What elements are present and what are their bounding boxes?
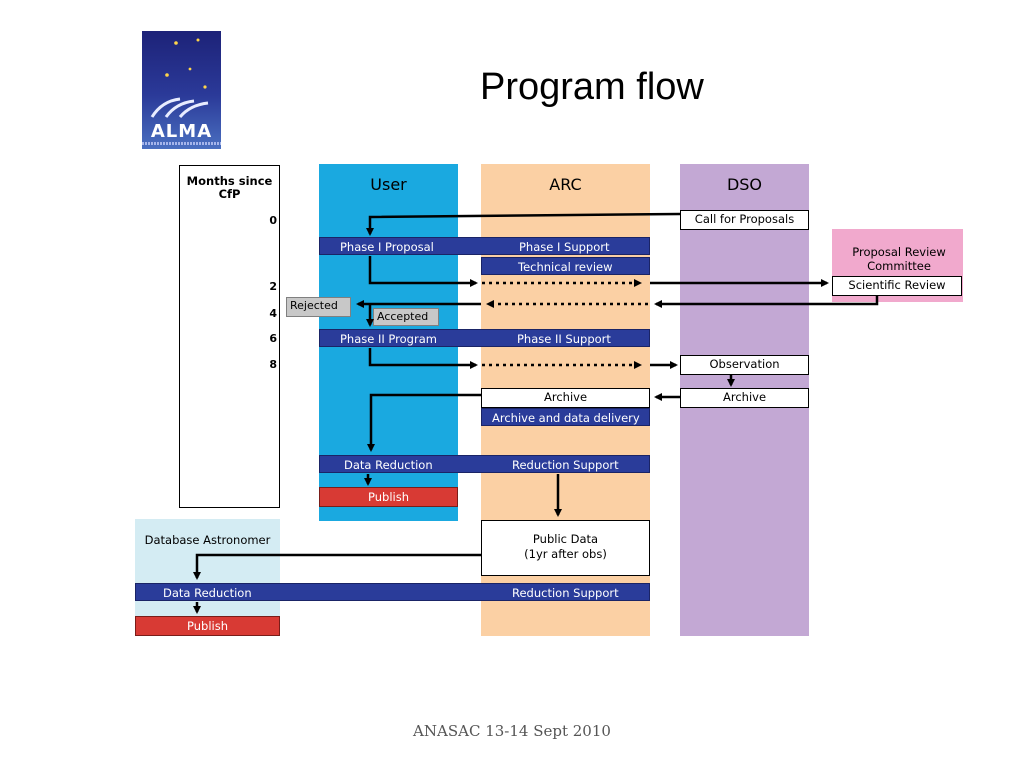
reduction-support-label: Reduction Support	[512, 458, 619, 472]
archive-delivery-label: Archive and data delivery	[492, 411, 640, 425]
db-data-reduction-bar: Data Reduction Reduction Support	[135, 583, 650, 601]
prc-column-header: Proposal Review Committee	[852, 245, 946, 273]
month-4: 4	[269, 307, 277, 320]
public-data-box: Public Data (1yr after obs)	[481, 520, 650, 576]
public-data-label: Public Data	[532, 532, 599, 546]
phase1-bar: Phase I Proposal Phase I Support	[319, 237, 650, 255]
arrow-phase2-down	[368, 348, 478, 369]
db-data-reduction-label: Data Reduction	[163, 586, 252, 600]
month-2: 2	[269, 280, 277, 293]
archive-arc-box: Archive	[481, 388, 650, 408]
phase2-support-label: Phase II Support	[517, 332, 611, 346]
db-publish-box: Publish	[135, 616, 280, 636]
dso-column-header: DSO	[726, 175, 763, 194]
archive-dso-box: Archive	[680, 388, 809, 408]
publish-box: Publish	[319, 487, 458, 507]
data-reduction-bar: Data Reduction Reduction Support	[319, 455, 650, 473]
footer-text: ANASAC 13-14 Sept 2010	[413, 722, 611, 740]
technical-review-bar: Technical review	[481, 257, 650, 275]
rejected-box: Rejected	[286, 297, 351, 317]
phase1-support-label: Phase I Support	[519, 240, 610, 254]
data-reduction-label: Data Reduction	[344, 458, 433, 472]
phase1-proposal-label: Phase I Proposal	[340, 240, 434, 254]
logo-text: ALMA	[150, 121, 213, 142]
user-column-header: User	[370, 175, 407, 194]
arrow-archive-to-user	[367, 393, 481, 452]
observation-box: Observation	[680, 355, 809, 375]
archive-delivery-bar: Archive and data delivery	[481, 408, 650, 426]
arc-column-header: ARC	[549, 175, 582, 194]
phase2-bar: Phase II Program Phase II Support	[319, 329, 650, 347]
page-title: Program flow	[480, 66, 704, 108]
arrow-cfp-to-phase1	[366, 212, 681, 236]
arrow-phase1-down	[368, 256, 478, 287]
scientific-review-box: Scientific Review	[832, 276, 962, 296]
db-reduction-support-label: Reduction Support	[512, 586, 619, 600]
phase2-program-label: Phase II Program	[340, 332, 437, 346]
months-label: Months since CfP	[186, 174, 273, 201]
public-data-sublabel: (1yr after obs)	[524, 547, 607, 561]
call-for-proposals-box: Call for Proposals	[680, 210, 809, 230]
technical-review-label: Technical review	[518, 260, 613, 274]
database-astronomer-header: Database Astronomer	[144, 533, 271, 547]
month-0: 0	[269, 214, 277, 227]
month-6: 6	[269, 332, 277, 345]
alma-logo: ALMA	[142, 31, 221, 149]
accepted-box: Accepted	[373, 308, 439, 326]
months-timeline: Months since CfP 0 2 4 6 8	[179, 165, 280, 508]
arrow-review-return	[654, 296, 879, 308]
telescope-icon	[150, 38, 209, 118]
arrow-public-to-db	[193, 553, 481, 580]
month-8: 8	[269, 358, 277, 371]
logo-subtitle-strip	[142, 142, 221, 145]
